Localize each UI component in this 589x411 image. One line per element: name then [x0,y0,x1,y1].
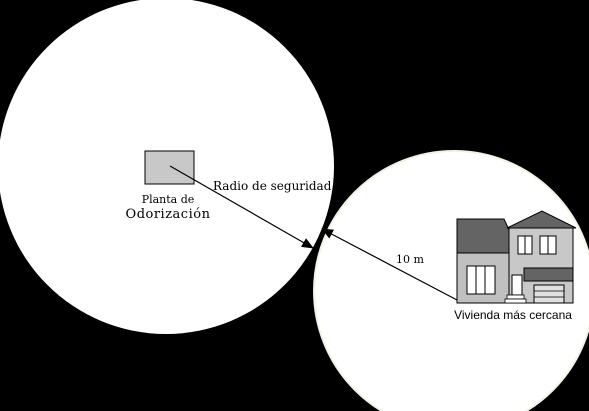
radius-arrow [169,165,314,249]
plant-square-icon [144,150,195,185]
radius-label: Radio de seguridad [213,179,332,193]
house-circle [313,150,589,411]
plant-label-line1: Planta de [142,193,195,206]
distance-arrow [321,228,458,301]
distance-label: 10 m [396,253,424,266]
plant-label-line2: Odorización [126,207,211,222]
house-label: Vivienda más cercana [454,308,572,322]
house-icon [456,210,577,304]
